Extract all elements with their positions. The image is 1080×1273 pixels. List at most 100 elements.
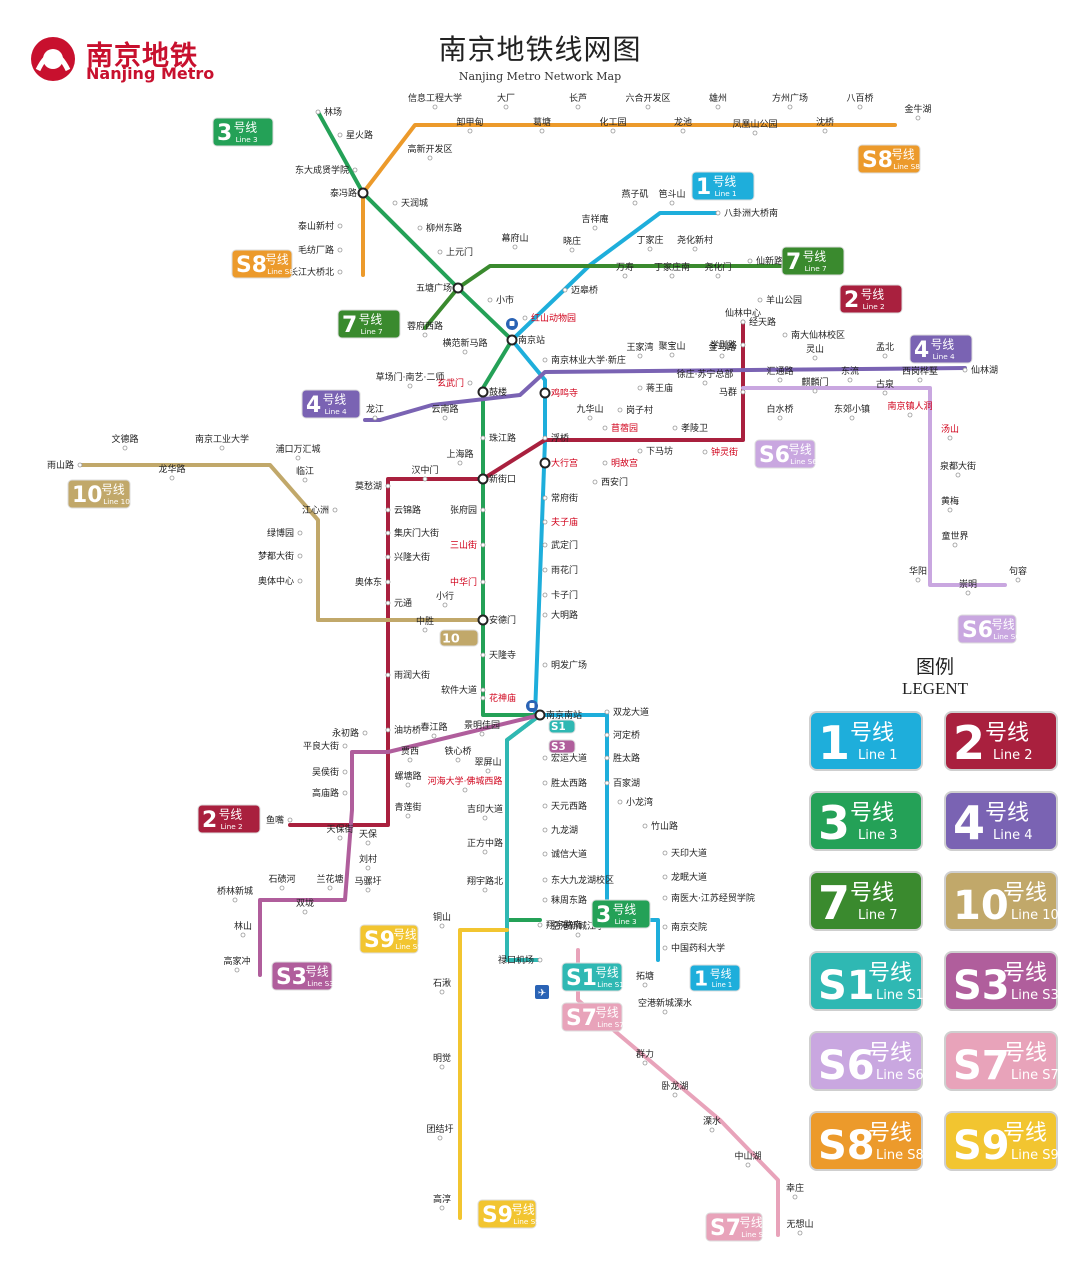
station[interactable]: 刘村: [359, 853, 377, 871]
station[interactable]: 武定门: [542, 539, 578, 551]
station[interactable]: 小行: [436, 590, 454, 608]
station[interactable]: 南京林业大学·新庄: [542, 354, 626, 366]
station[interactable]: 燕子矶: [621, 188, 649, 206]
station[interactable]: 临江: [296, 465, 314, 483]
station[interactable]: 梦都大街: [258, 550, 303, 562]
station[interactable]: 翠屏山: [474, 757, 502, 774]
station[interactable]: 永初路: [332, 727, 368, 739]
station[interactable]: 宏运大道: [542, 752, 587, 764]
station[interactable]: 鼓楼: [477, 386, 508, 398]
station[interactable]: 明发广场: [542, 659, 587, 671]
station[interactable]: 铜山: [433, 911, 451, 929]
station[interactable]: 西安门: [592, 476, 628, 488]
station[interactable]: 集庆门大街: [385, 527, 439, 539]
station[interactable]: 马群: [719, 386, 746, 398]
station[interactable]: 仙新路: [747, 255, 783, 267]
station[interactable]: 万寿: [616, 261, 634, 279]
station[interactable]: 小龙湾: [617, 796, 653, 808]
station[interactable]: 浮桥: [542, 432, 569, 444]
station[interactable]: 羊山公园: [757, 294, 802, 306]
station[interactable]: 夫子庙: [542, 516, 578, 528]
station[interactable]: 金马路: [708, 341, 736, 359]
station[interactable]: 软件大道: [441, 684, 486, 696]
station[interactable]: 红山动物园: [522, 312, 576, 324]
station[interactable]: 南京南站: [534, 709, 583, 721]
station[interactable]: 正方中路: [467, 837, 503, 855]
station[interactable]: 丁家庄南: [654, 261, 690, 279]
station[interactable]: 元通: [385, 598, 412, 609]
station[interactable]: 龙眠大道: [662, 871, 707, 883]
station[interactable]: 河海大学·佛城西路: [428, 775, 503, 793]
station[interactable]: 吴侯街: [312, 766, 348, 778]
station[interactable]: 吉印大道: [467, 803, 503, 821]
station[interactable]: 云南路: [431, 403, 459, 421]
station[interactable]: 聚宝山: [658, 340, 686, 358]
station[interactable]: 吉祥庵: [581, 213, 609, 231]
station[interactable]: 泰山新村: [298, 220, 343, 232]
station[interactable]: 长江大桥北: [289, 266, 343, 278]
station[interactable]: 大行宫: [539, 457, 579, 469]
station[interactable]: 蒋王庙: [637, 382, 673, 394]
station[interactable]: 下马坊: [637, 445, 673, 457]
station[interactable]: 南京交院: [662, 921, 707, 933]
station[interactable]: 桥林新城: [217, 885, 253, 903]
station[interactable]: 岗子村: [617, 404, 653, 416]
station[interactable]: 双垅: [296, 897, 314, 915]
station[interactable]: 胜太西路: [542, 777, 587, 789]
station[interactable]: 六合开发区: [625, 92, 671, 110]
station[interactable]: 晓庄: [563, 235, 581, 253]
station[interactable]: 东郊小镇: [834, 403, 870, 421]
station[interactable]: 兴隆大街: [385, 551, 430, 563]
station[interactable]: 化工园: [599, 116, 627, 134]
station[interactable]: 幸庄: [786, 1182, 804, 1200]
station[interactable]: 仙林湖: [962, 364, 998, 376]
station[interactable]: 天保街: [326, 823, 354, 841]
station[interactable]: 汇通路: [766, 365, 794, 383]
station[interactable]: 丁家庄: [636, 234, 664, 252]
station[interactable]: 灵山: [806, 344, 824, 361]
station[interactable]: 绿博园: [267, 527, 303, 539]
station[interactable]: 方州广场: [772, 92, 808, 110]
station[interactable]: 仙林中心: [725, 307, 761, 325]
station[interactable]: 团结圩: [426, 1123, 454, 1141]
station[interactable]: 翔宇路北: [467, 875, 503, 893]
station[interactable]: 林山: [234, 920, 252, 938]
station[interactable]: 五塘广场: [416, 282, 464, 294]
station[interactable]: 鱼嘴: [266, 814, 293, 826]
station[interactable]: 花神庙: [480, 692, 516, 704]
station[interactable]: 天印大道: [662, 847, 707, 859]
station[interactable]: 无想山: [786, 1218, 814, 1236]
station[interactable]: 浦口万汇城: [275, 443, 321, 461]
station[interactable]: 雨润大街: [385, 669, 430, 681]
station[interactable]: 奥体中心: [258, 575, 303, 587]
station[interactable]: 金牛湖: [904, 103, 932, 121]
station[interactable]: 翔宇路南: [537, 919, 582, 931]
station[interactable]: 景明佳园: [464, 719, 500, 737]
station[interactable]: 信息工程大学: [408, 92, 462, 110]
station[interactable]: 石碛河: [268, 873, 296, 891]
station[interactable]: 南大仙林校区: [782, 329, 845, 341]
station[interactable]: 龙江: [366, 403, 384, 421]
station[interactable]: 拓塘: [636, 970, 654, 988]
station[interactable]: 奥体东: [355, 576, 391, 588]
station[interactable]: 上海路: [446, 448, 474, 466]
station[interactable]: 幕府山: [501, 232, 529, 250]
station[interactable]: 大厂: [497, 92, 515, 110]
station[interactable]: 泰冯路: [330, 187, 369, 199]
station[interactable]: 高新开发区: [407, 143, 453, 161]
station[interactable]: 春江路: [420, 721, 448, 739]
station[interactable]: 沈桥: [816, 116, 834, 134]
station[interactable]: 卸甲甸: [456, 116, 484, 134]
station[interactable]: 南京镇人洞: [887, 400, 933, 418]
station[interactable]: 蓉府西路: [407, 320, 443, 338]
station[interactable]: 中胜: [416, 615, 434, 633]
station[interactable]: 南京工业大学: [195, 433, 249, 451]
station[interactable]: 溧水: [703, 1115, 721, 1133]
station[interactable]: 卡子门: [542, 589, 578, 601]
station[interactable]: 横范新马路: [442, 337, 488, 355]
station[interactable]: 南医大·江苏经贸学院: [662, 892, 755, 904]
station[interactable]: 明故宫: [602, 457, 638, 469]
station[interactable]: 学则路: [710, 339, 746, 351]
station[interactable]: 青莲街: [394, 801, 422, 819]
station[interactable]: 林场: [315, 106, 342, 118]
